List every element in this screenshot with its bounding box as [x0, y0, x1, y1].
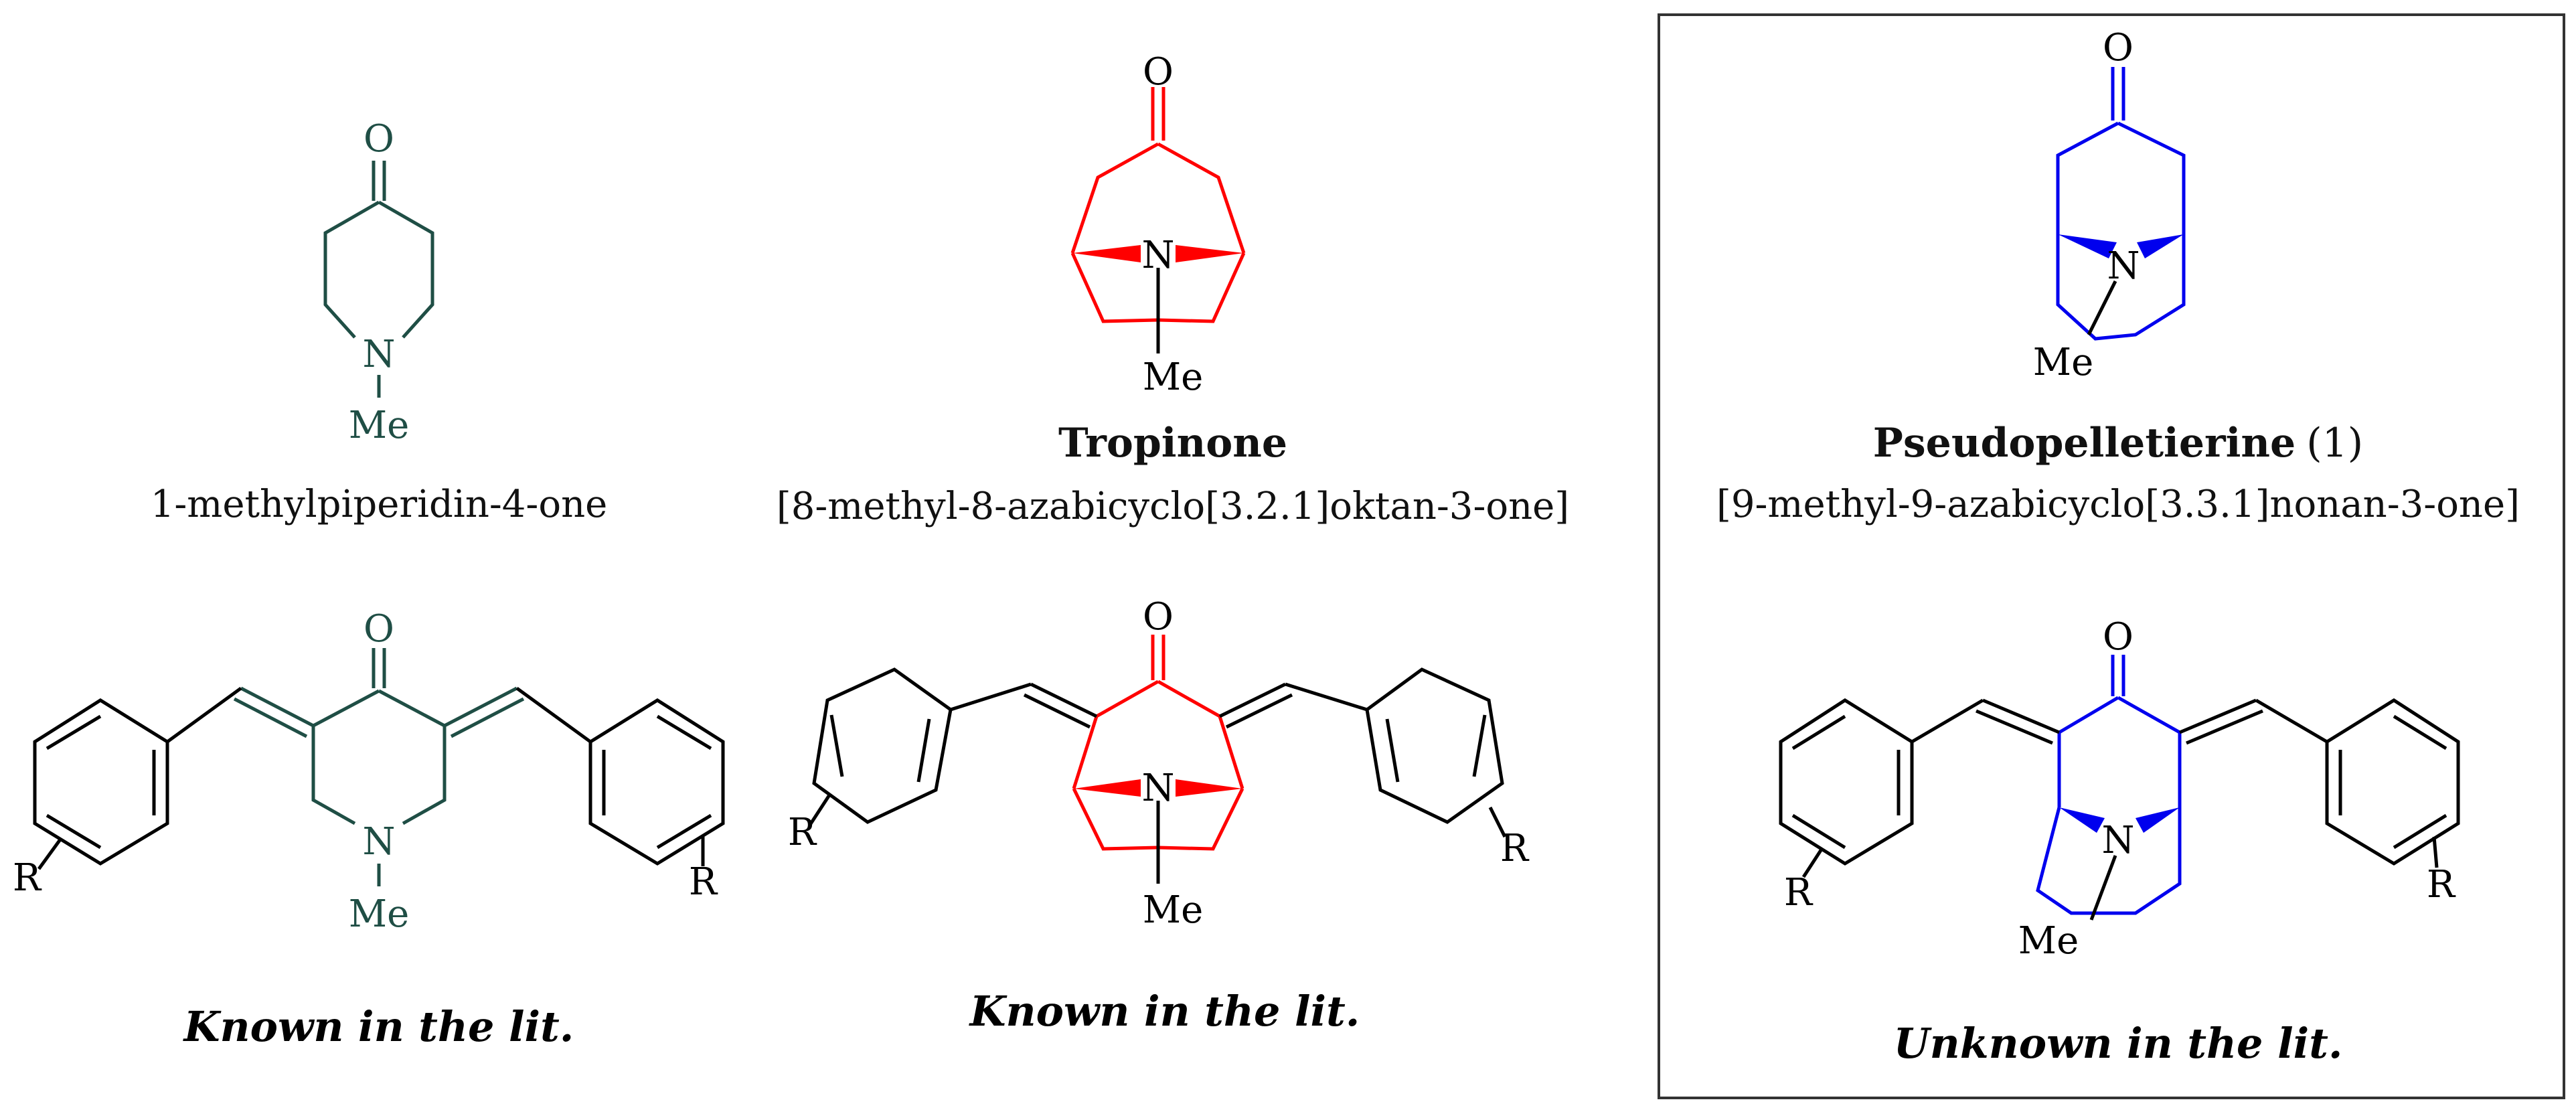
tropinone-derivative-wedge-right: [1176, 779, 1242, 797]
tropinone-nitrogen: N: [1142, 234, 1175, 277]
pseudopelletierine-title-name: Pseudopelletierine: [1873, 420, 2296, 467]
pseudopelletierine-derivative-caption: Unknown in the lit.: [1894, 1019, 2343, 1068]
tropinone-derivative-oxygen: O: [1143, 595, 1174, 639]
piperidinone-nitrogen: N: [363, 333, 396, 376]
highlight-frame: [1658, 13, 2565, 1099]
pseudopelletierine-derivative-r-left: R: [1784, 871, 1814, 914]
pseudopelletierine-wedge-left: [2058, 234, 2117, 258]
tropinone-derivative-r-left: R: [788, 811, 817, 854]
pseudopelletierine-derivative-methyl: Me: [2018, 919, 2079, 963]
pseudopelletierine-derivative-wedge-right: [2136, 807, 2180, 833]
tropinone-methyl: Me: [1143, 355, 1203, 399]
piperidinone-name: 1-methylpiperidin-4-one: [151, 483, 608, 526]
piperidinone-methyl: Me: [349, 404, 409, 447]
tropinone-derivative-structure: [808, 635, 1507, 884]
piperidinone-derivative-r-left: R: [13, 856, 42, 900]
pseudopelletierine-nitrogen: N: [2107, 244, 2140, 288]
piperidinone-derivative-r-right: R: [689, 860, 718, 904]
tropinone-oxygen: O: [1143, 50, 1174, 94]
tropinone-title: Tropinone: [1058, 420, 1287, 467]
tropinone-structure: [1070, 87, 1246, 323]
pseudopelletierine-derivative-structure: [1779, 655, 2460, 921]
pseudopelletierine-title-suffix: (1): [2306, 420, 2363, 467]
pseudopelletierine-derivative-oxygen: O: [2103, 615, 2134, 659]
pseudopelletierine-title: Pseudopelletierine(1): [1873, 420, 2363, 467]
pseudopelletierine-oxygen: O: [2103, 26, 2134, 70]
piperidinone-oxygen: O: [364, 117, 394, 161]
pseudopelletierine-derivative-r-right: R: [2427, 863, 2456, 906]
pseudopelletierine-structure: [2056, 67, 2186, 341]
pseudopelletierine-derivative-nitrogen: N: [2102, 819, 2135, 862]
pseudopelletierine-n-methyl-bond: [2087, 280, 2117, 336]
piperidinone-derivative-oxygen: O: [364, 607, 394, 651]
piperidinone-derivative-methyl: Me: [349, 892, 409, 936]
tropinone-derivative-wedge-left: [1074, 779, 1141, 797]
piperidinone-derivative-caption: Known in the lit.: [183, 1002, 574, 1051]
tropinone-derivative-r-right: R: [1500, 827, 1530, 870]
pseudopelletierine-methyl: Me: [2033, 341, 2093, 384]
tropinone-derivative-caption: Known in the lit.: [969, 987, 1360, 1036]
piperidinone-derivative-nitrogen: N: [363, 820, 396, 864]
tropinone-derivative-methyl: Me: [1143, 888, 1203, 932]
tropinone-wedge-right: [1176, 245, 1244, 262]
pseudopelletierine-derivative-wedge-left: [2059, 807, 2105, 833]
tropinone-name: [8-methyl-8-azabicyclo[3.2.1]oktan-3-one…: [777, 485, 1569, 528]
pseudopelletierine-wedge-right: [2137, 234, 2184, 258]
tropinone-wedge-left: [1072, 245, 1141, 262]
pseudopelletierine-name: [9-methyl-9-azabicyclo[3.3.1]nonan-3-one…: [1716, 483, 2520, 526]
tropinone-derivative-nitrogen: N: [1142, 767, 1175, 810]
piperidinone-derivative-structure: [33, 648, 725, 886]
piperidinone-structure: [323, 161, 434, 398]
